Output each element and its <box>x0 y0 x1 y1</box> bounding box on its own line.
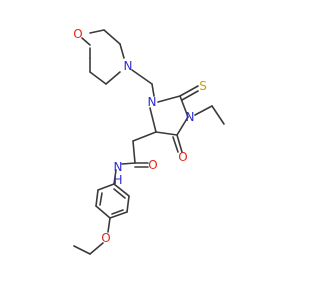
bond <box>107 217 111 233</box>
bond <box>181 90 199 101</box>
bond <box>132 140 136 164</box>
bond <box>131 69 153 85</box>
bond <box>211 105 225 125</box>
bond <box>194 105 213 116</box>
bond <box>151 83 155 97</box>
bond <box>132 131 157 142</box>
bond <box>113 188 126 199</box>
atom-label-line: H <box>113 173 122 187</box>
bond <box>113 169 117 185</box>
bond <box>126 195 130 213</box>
bond <box>97 183 115 191</box>
morpholine-nitrogen-label: N <box>124 59 133 73</box>
bond <box>105 71 121 85</box>
bond <box>155 131 178 136</box>
bond <box>95 205 111 219</box>
bond <box>89 29 105 34</box>
bond <box>172 136 179 153</box>
bond <box>99 192 103 206</box>
ring-nitrogen-3-label: N <box>186 110 195 124</box>
bond <box>149 107 157 133</box>
bond <box>119 43 125 59</box>
atom-label-line: N <box>114 160 123 174</box>
bond <box>176 116 189 136</box>
bond <box>89 71 107 85</box>
bond <box>73 245 91 255</box>
bond <box>111 209 124 215</box>
bond <box>109 211 128 219</box>
bond <box>157 95 181 103</box>
ring-nitrogen-1-label: N <box>148 95 157 109</box>
amide-oxygen-label: O <box>148 158 157 172</box>
bond <box>113 183 130 197</box>
bond <box>179 85 199 97</box>
bond <box>95 189 99 207</box>
bond <box>176 134 183 153</box>
ether-oxygen-label: O <box>101 231 110 245</box>
bond <box>121 162 136 165</box>
bond <box>89 242 104 255</box>
ketone-oxygen-label: O <box>178 150 187 164</box>
morpholine-oxygen-label: O <box>73 27 82 41</box>
bond <box>179 95 189 118</box>
thione-sulfur-label: S <box>199 79 207 93</box>
bond <box>81 37 91 46</box>
bond <box>103 29 121 45</box>
